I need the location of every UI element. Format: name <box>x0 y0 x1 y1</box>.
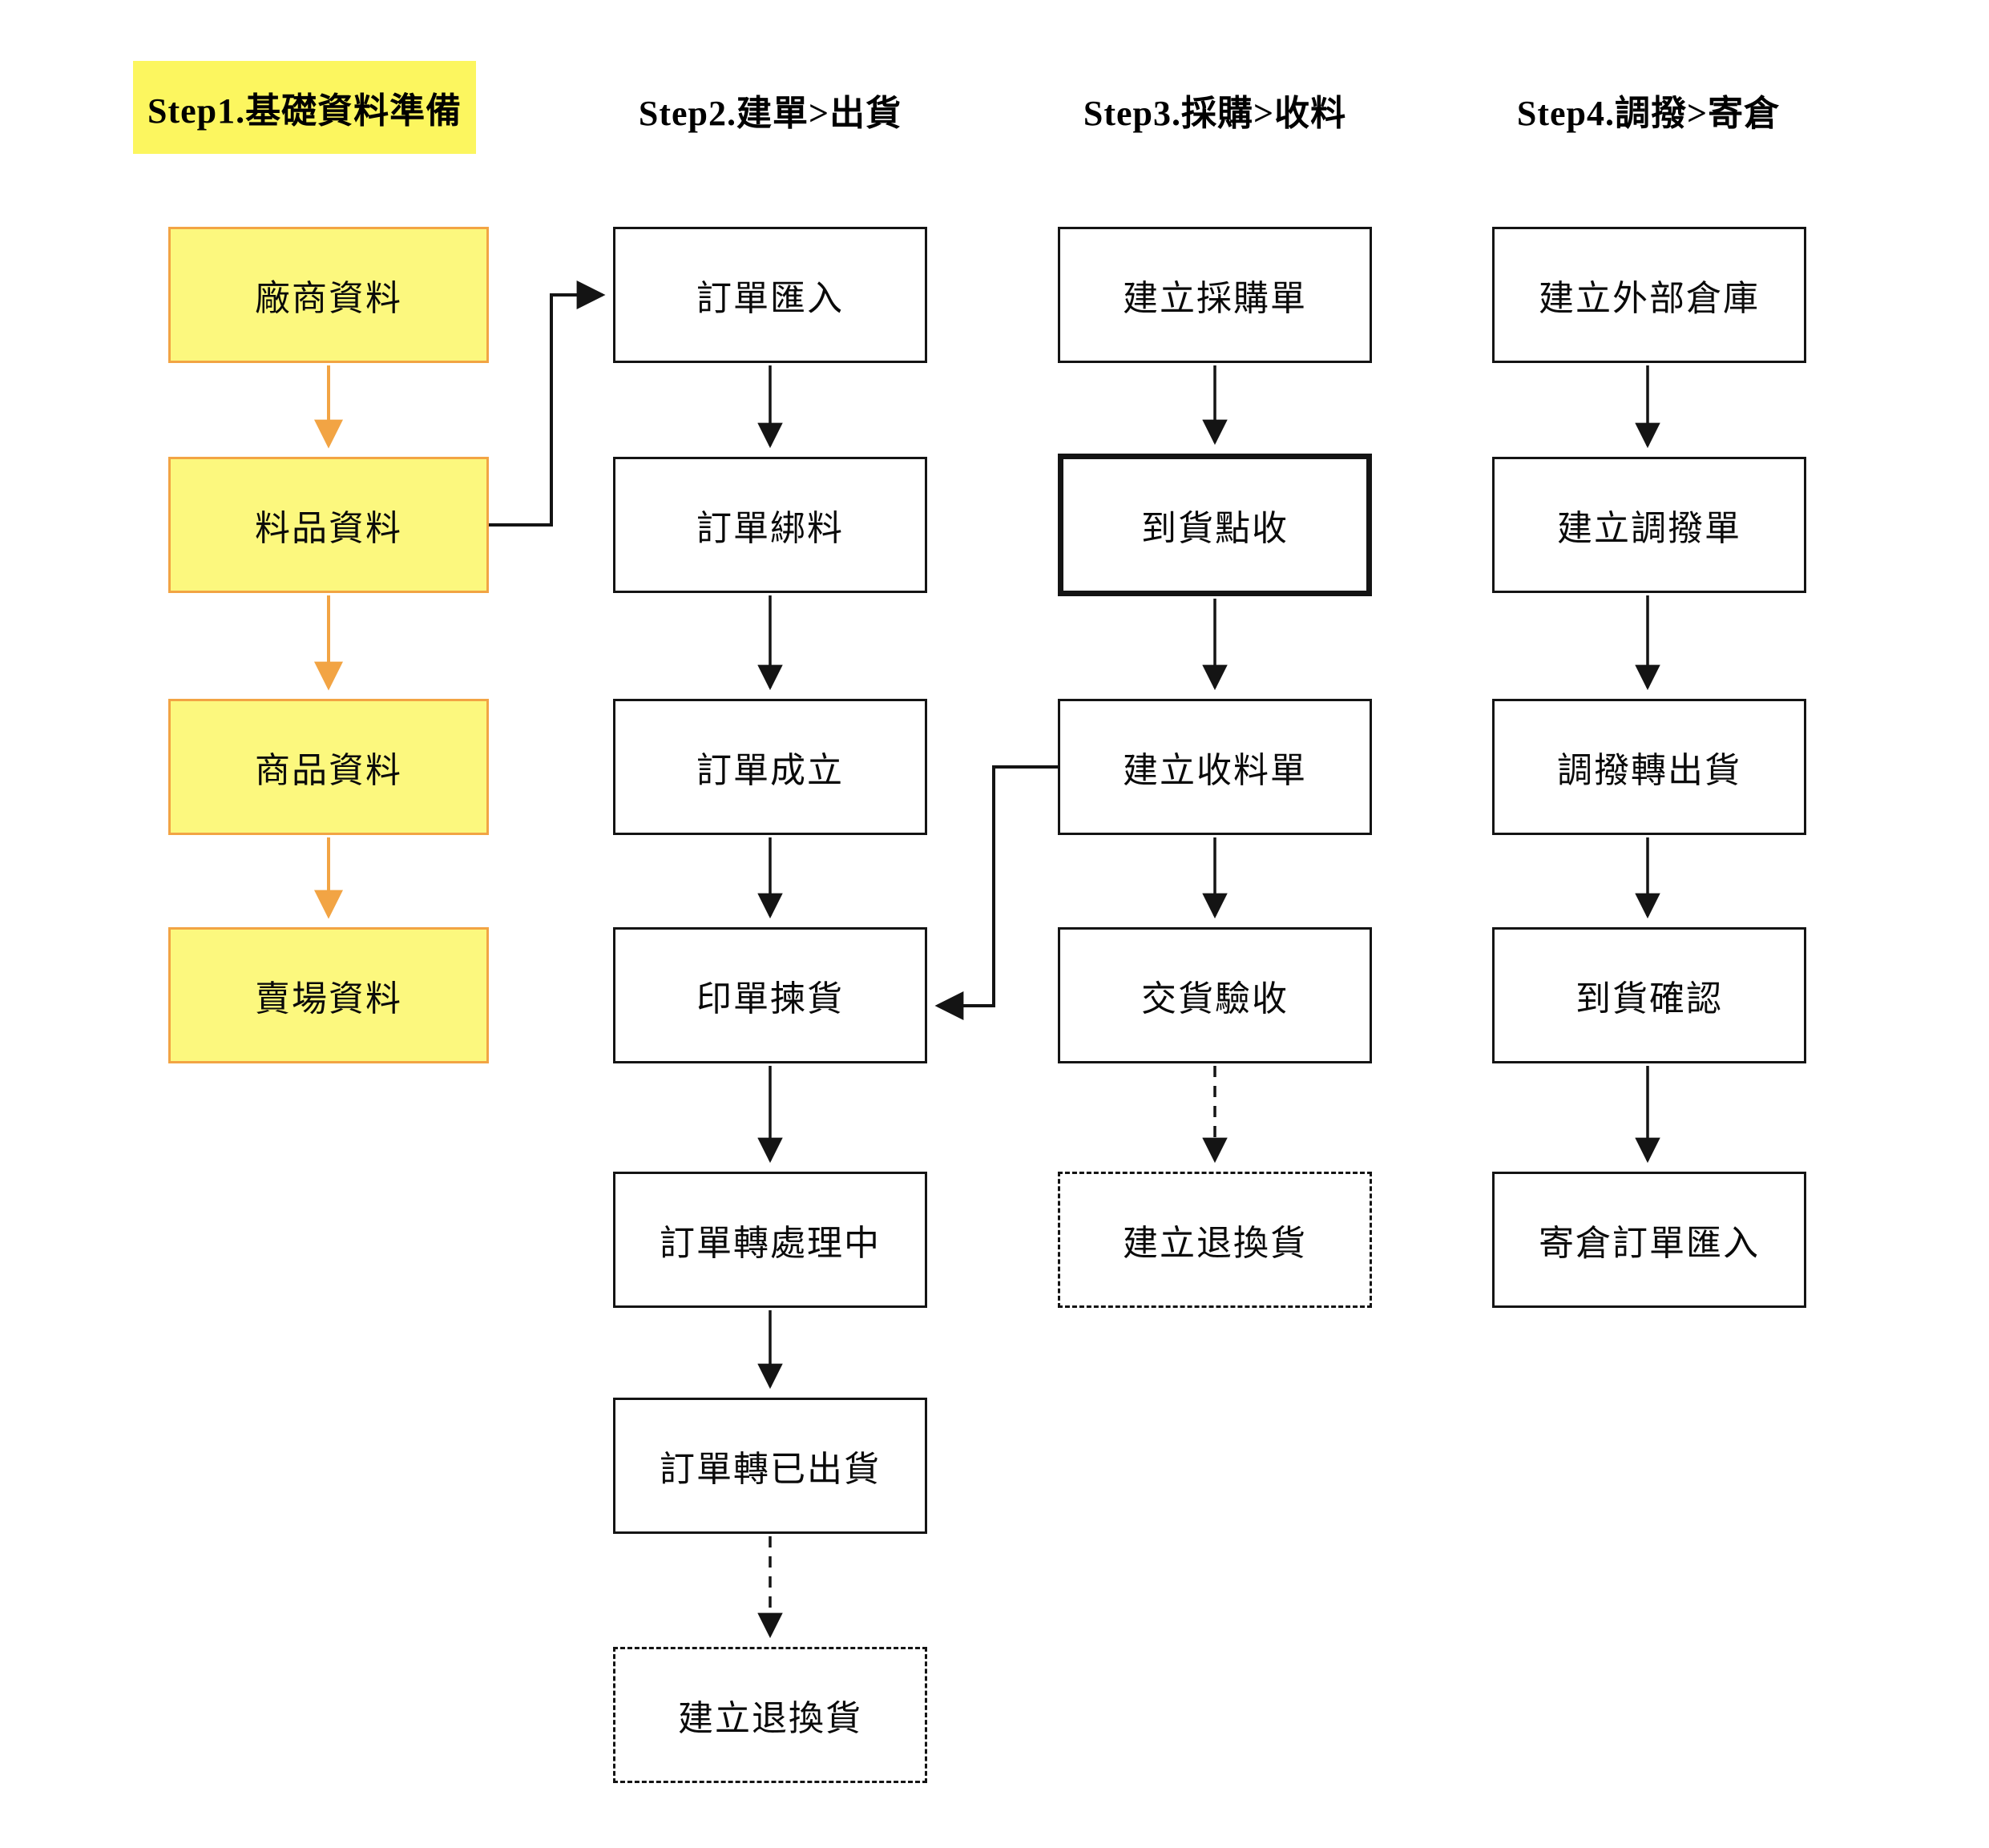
header-step1: Step1.基礎資料準備 <box>133 61 477 154</box>
node-create-external-warehouse: 建立外部倉庫 <box>1492 227 1806 363</box>
node-vendor-data: 廠商資料 <box>168 227 489 363</box>
header-step4: Step4.調撥>寄倉 <box>1516 94 1781 133</box>
connector-material-to-order-import <box>489 280 606 527</box>
node-create-return-exchange-purchase: 建立退換貨 <box>1058 1172 1372 1308</box>
node-delivery-acceptance: 交貨驗收 <box>1058 927 1372 1063</box>
node-create-purchase-order: 建立採購單 <box>1058 227 1372 363</box>
node-print-pick: 印單揀貨 <box>613 927 927 1063</box>
node-order-import: 訂單匯入 <box>613 227 927 363</box>
node-arrival-check-in: 到貨點收 <box>1058 454 1372 596</box>
node-product-data: 商品資料 <box>168 699 489 835</box>
node-marketplace-data: 賣場資料 <box>168 927 489 1063</box>
connector-receiving-to-pick <box>934 765 1058 1020</box>
header-step2: Step2.建單>出貨 <box>638 94 902 133</box>
node-transfer-to-shipment: 調撥轉出貨 <box>1492 699 1806 835</box>
node-create-return-exchange-sales: 建立退換貨 <box>613 1647 927 1783</box>
node-consignment-order-import: 寄倉訂單匯入 <box>1492 1172 1806 1308</box>
node-arrival-confirmation: 到貨確認 <box>1492 927 1806 1063</box>
node-create-receiving-note: 建立收料單 <box>1058 699 1372 835</box>
node-order-bind-material: 訂單綁料 <box>613 457 927 593</box>
node-order-created: 訂單成立 <box>613 699 927 835</box>
node-create-transfer-order: 建立調撥單 <box>1492 457 1806 593</box>
header-step3: Step3.採購>收料 <box>1083 94 1347 133</box>
node-order-to-shipped: 訂單轉已出貨 <box>613 1398 927 1534</box>
node-order-to-processing: 訂單轉處理中 <box>613 1172 927 1308</box>
node-material-data: 料品資料 <box>168 457 489 593</box>
